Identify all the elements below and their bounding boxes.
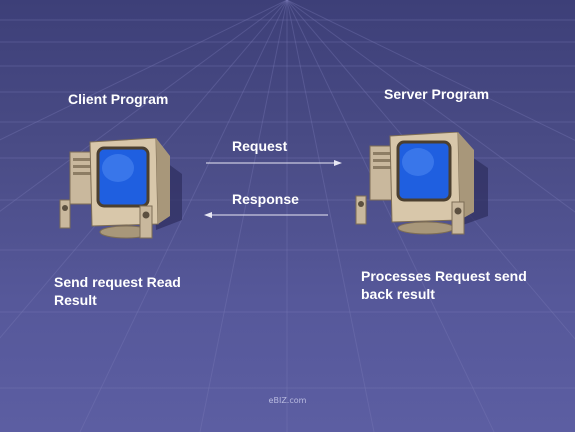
- response-label: Response: [232, 191, 299, 207]
- response-arrow: [204, 212, 328, 218]
- client-caption-line1: Send request Read: [54, 274, 181, 290]
- request-arrow: [206, 160, 342, 166]
- footer-watermark: eBIZ.com: [268, 396, 307, 405]
- server-program-title: Server Program: [384, 86, 490, 102]
- server-caption-line2: back result: [361, 286, 435, 302]
- client-program-title: Client Program: [68, 91, 169, 107]
- client-caption-line2: Result: [54, 292, 97, 308]
- request-label: Request: [232, 138, 288, 154]
- server-computer-icon: [355, 132, 488, 235]
- server-caption-line1: Processes Request send: [361, 268, 527, 284]
- client-computer-icon: [59, 138, 182, 239]
